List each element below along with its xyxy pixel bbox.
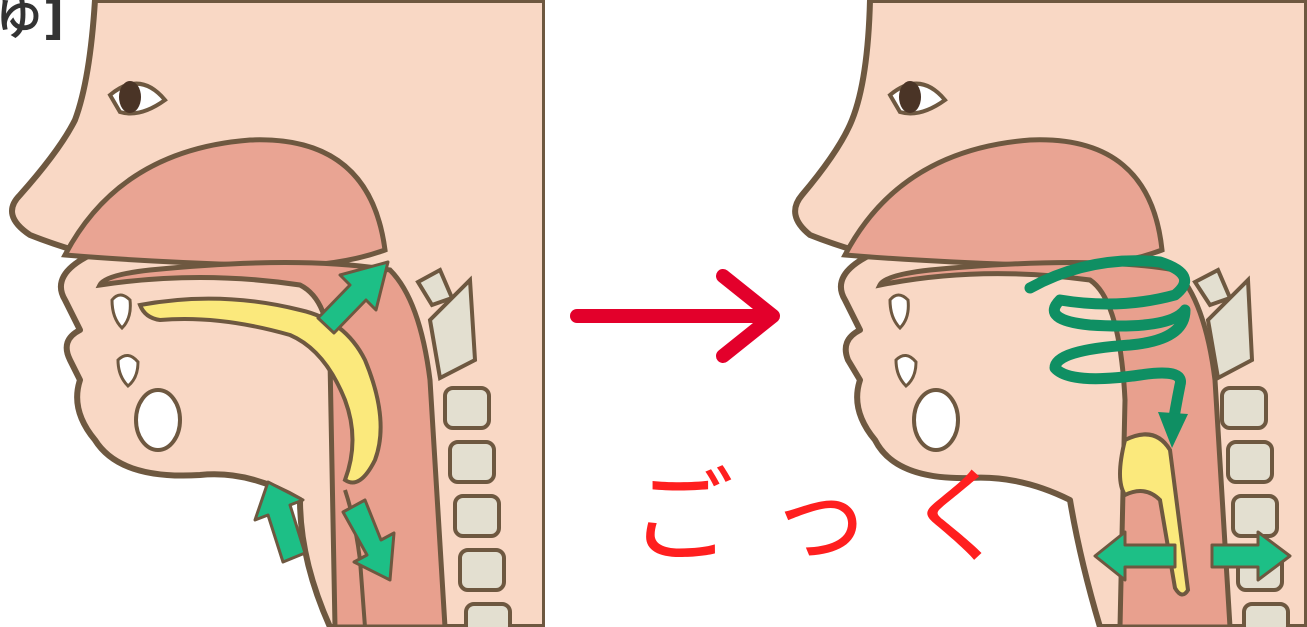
hyoid (136, 390, 180, 450)
hyoid (914, 390, 958, 450)
eye-iris (899, 81, 921, 113)
gokkun-caption: ごっく (630, 465, 1044, 569)
eye-iris (119, 81, 141, 113)
head-cross-section-before (0, 0, 545, 627)
right-arrow-icon (565, 268, 785, 364)
